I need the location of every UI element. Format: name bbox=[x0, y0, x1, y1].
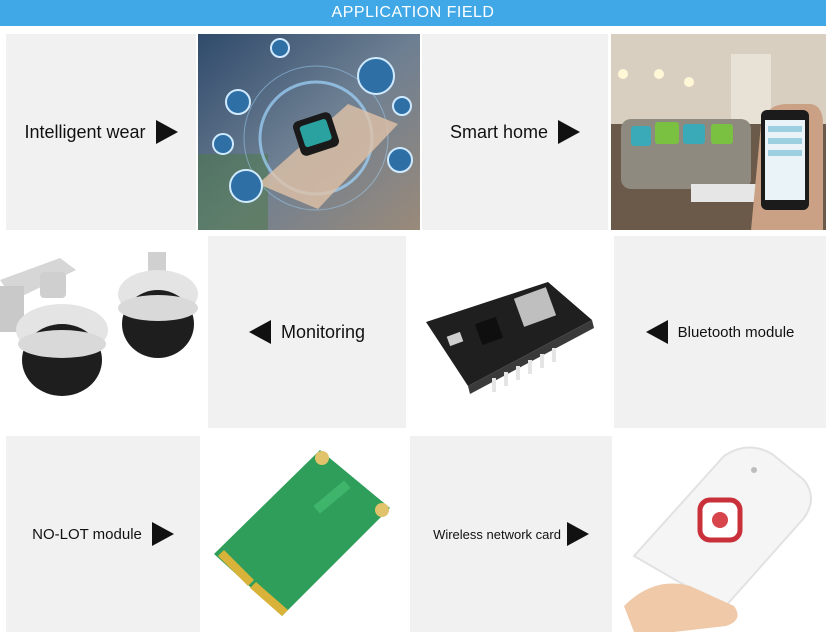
panel-smart-home: Smart home bbox=[422, 34, 608, 230]
image-smartwatch bbox=[198, 34, 420, 230]
right-arrow-icon bbox=[155, 120, 178, 144]
smartwatch-icon bbox=[198, 34, 420, 230]
right-arrow-icon bbox=[151, 522, 174, 546]
panel-wireless-network-card: Wireless network card bbox=[410, 436, 612, 632]
section-header: APPLICATION FIELD bbox=[0, 0, 826, 26]
panel-no-lot-module: NO-LOT module bbox=[6, 436, 200, 632]
panel-monitoring: Monitoring bbox=[208, 236, 406, 428]
section-title: APPLICATION FIELD bbox=[331, 4, 495, 21]
mini-pcie-card-icon bbox=[214, 450, 390, 616]
living-room-phone-icon bbox=[611, 34, 826, 230]
left-arrow-icon bbox=[645, 320, 668, 344]
label-monitoring: Monitoring bbox=[280, 321, 366, 342]
right-arrow-icon bbox=[566, 522, 589, 546]
image-bluetooth-board bbox=[408, 236, 612, 428]
left-arrow-icon bbox=[248, 320, 271, 344]
label-smart-home: Smart home bbox=[449, 121, 549, 142]
right-arrow-icon bbox=[558, 120, 581, 144]
image-wireless-router bbox=[614, 436, 826, 632]
image-no-lot-card bbox=[200, 436, 408, 632]
panel-bluetooth-module: Bluetooth module bbox=[614, 236, 826, 428]
panel-intelligent-wear: Intelligent wear bbox=[6, 34, 196, 230]
label-intelligent-wear: Intelligent wear bbox=[24, 121, 146, 142]
dome-camera-icon bbox=[0, 252, 200, 414]
label-wireless-network-card: Wireless network card bbox=[433, 526, 561, 542]
image-monitoring bbox=[0, 252, 200, 414]
label-no-lot-module: NO-LOT module bbox=[32, 525, 142, 543]
mifi-router-icon bbox=[624, 446, 812, 632]
image-smart-home bbox=[611, 34, 826, 230]
dev-board-icon bbox=[426, 282, 594, 394]
label-bluetooth-module: Bluetooth module bbox=[677, 323, 795, 341]
